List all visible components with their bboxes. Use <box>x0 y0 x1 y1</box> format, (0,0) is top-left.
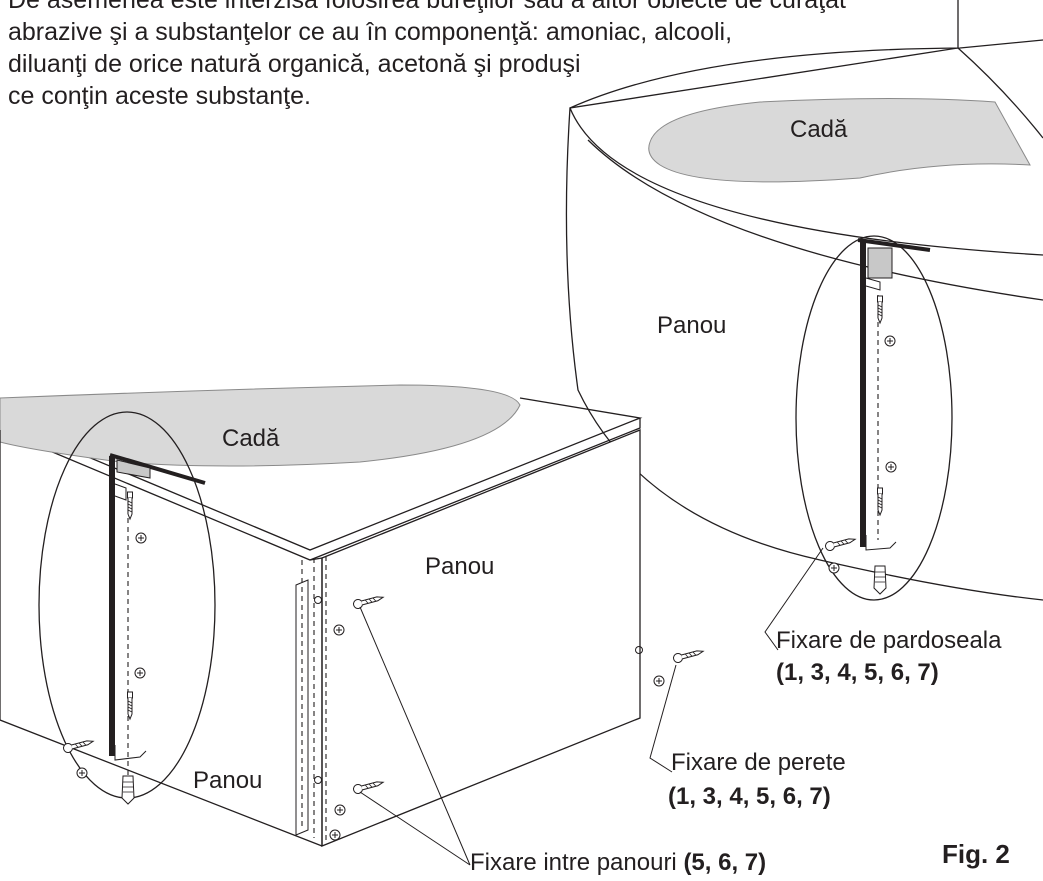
callout-floor-fix: Fixare de pardoseala (1, 3, 4, 5, 6, 7) <box>764 547 1002 686</box>
rect-side-panel-label: Panou <box>425 553 494 580</box>
intro-line-1: abrazive şi a substanţelor ce au în comp… <box>8 18 733 46</box>
intro-text: De asemenea este interzisă folosirea bur… <box>8 0 998 112</box>
corner-bath: Cadă Panou <box>565 0 1043 601</box>
panel-fix-parts: (5, 6, 7) <box>683 849 766 876</box>
rect-tub-label: Cadă <box>222 425 280 452</box>
intro-line-2: diluanţi de orice natură organică, aceto… <box>8 50 581 78</box>
callout-wall-fix: Fixare de perete (1, 3, 4, 5, 6, 7) <box>649 664 846 810</box>
wall-fix-label: Fixare de perete <box>671 749 846 776</box>
panel-fix-label: Fixare intre panouri <box>470 849 683 876</box>
intro-line-cut: De asemenea este interzisă folosirea bur… <box>8 0 846 14</box>
corner-panel-label: Panou <box>657 312 726 339</box>
rect-panel-bracket <box>61 453 206 805</box>
corner-tub-label: Cadă <box>790 116 848 143</box>
corner-tub-basin <box>648 98 1031 183</box>
intro-line-3: ce conţin aceste substanţe. <box>8 82 311 110</box>
floor-fix-label: Fixare de pardoseala <box>776 627 1002 654</box>
wall-fix-parts: (1, 3, 4, 5, 6, 7) <box>668 783 831 810</box>
rect-front-panel-label: Panou <box>193 767 262 794</box>
panel-fix-caption: Fixare intre panouri (5, 6, 7) <box>470 849 766 876</box>
wall-fix-screw <box>635 646 705 687</box>
floor-fix-parts: (1, 3, 4, 5, 6, 7) <box>776 659 939 686</box>
figure-label: Fig. 2 <box>942 839 1010 869</box>
corner-detail-ellipse <box>795 235 953 601</box>
corner-panel-bracket <box>823 238 931 595</box>
inter-panel-screws <box>314 592 385 841</box>
rect-bath: Cadă Panou Panou <box>0 384 705 847</box>
callout-panel-fix: Fixare intre panouri (5, 6, 7) <box>359 606 766 876</box>
